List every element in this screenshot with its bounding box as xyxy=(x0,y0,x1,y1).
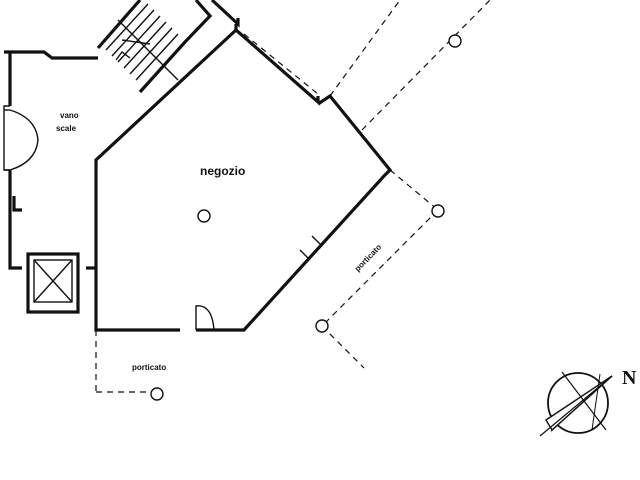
north-compass: N xyxy=(539,367,637,437)
column-marker xyxy=(448,34,462,48)
column-marker xyxy=(197,209,211,223)
north-label: N xyxy=(622,367,637,389)
stair-hall-walls xyxy=(3,50,98,270)
stair-hall-label-line1: vano xyxy=(60,111,79,120)
porch-outline xyxy=(95,0,491,393)
porch-right-label: porticato xyxy=(353,242,383,273)
staircase xyxy=(96,0,240,94)
shop-walls xyxy=(94,24,393,332)
column-marker xyxy=(431,204,445,218)
shop-label: negozio xyxy=(200,164,245,178)
column-marker xyxy=(315,319,329,333)
compass-icon xyxy=(547,372,609,434)
stair-hall-label-line2: scale xyxy=(56,124,77,133)
elevator-shaft xyxy=(26,252,80,314)
porch-bottom-label: porticato xyxy=(132,363,166,372)
columns xyxy=(150,34,462,401)
column-marker xyxy=(150,387,164,401)
